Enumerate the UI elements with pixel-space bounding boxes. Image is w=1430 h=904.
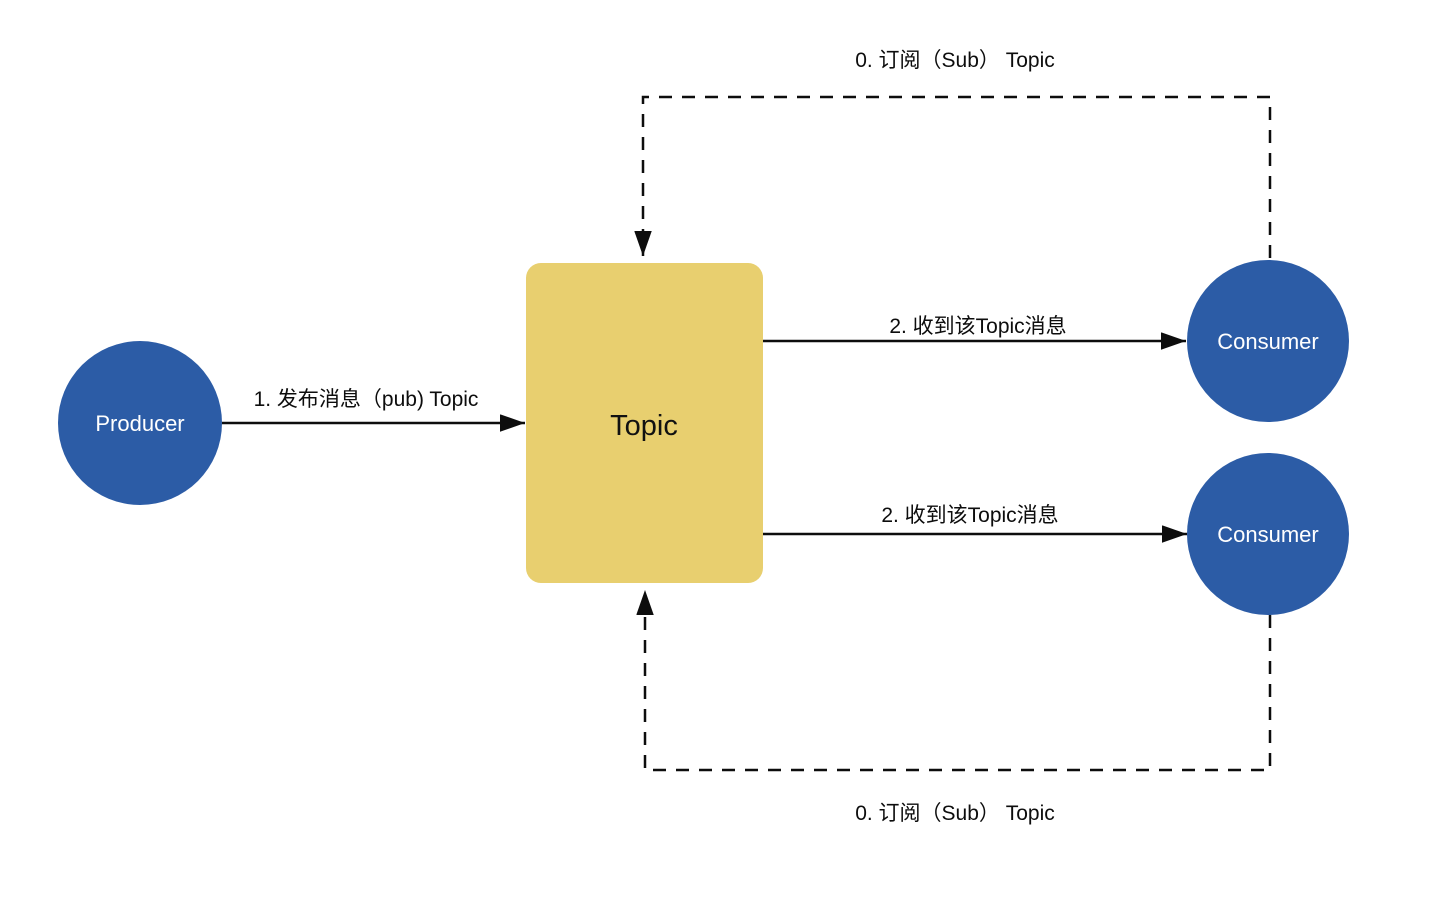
subscribe-bottom-edge bbox=[636, 590, 1272, 772]
consumer-top-node-label: Consumer bbox=[1217, 329, 1318, 354]
producer-node bbox=[58, 341, 222, 505]
publish-edge-label: 1. 发布消息（pub) Topic bbox=[254, 388, 479, 411]
consumer-bottom-node-label: Consumer bbox=[1217, 522, 1318, 547]
receive-top-edge-label: 2. 收到该Topic消息 bbox=[889, 315, 1066, 338]
topic-node-label: Topic bbox=[610, 410, 678, 442]
subscribe-top-edge bbox=[634, 95, 1272, 258]
topic-node bbox=[526, 263, 763, 583]
subscribe-bottom-edge-label: 0. 订阅（Sub） Topic bbox=[855, 802, 1055, 825]
subscribe-top-edge-label: 0. 订阅（Sub） Topic bbox=[855, 49, 1055, 72]
producer-node-label: Producer bbox=[95, 411, 184, 436]
consumer-bottom-node bbox=[1187, 453, 1349, 615]
consumer-top-node bbox=[1187, 260, 1349, 422]
receive-bottom-edge-label: 2. 收到该Topic消息 bbox=[881, 504, 1058, 527]
